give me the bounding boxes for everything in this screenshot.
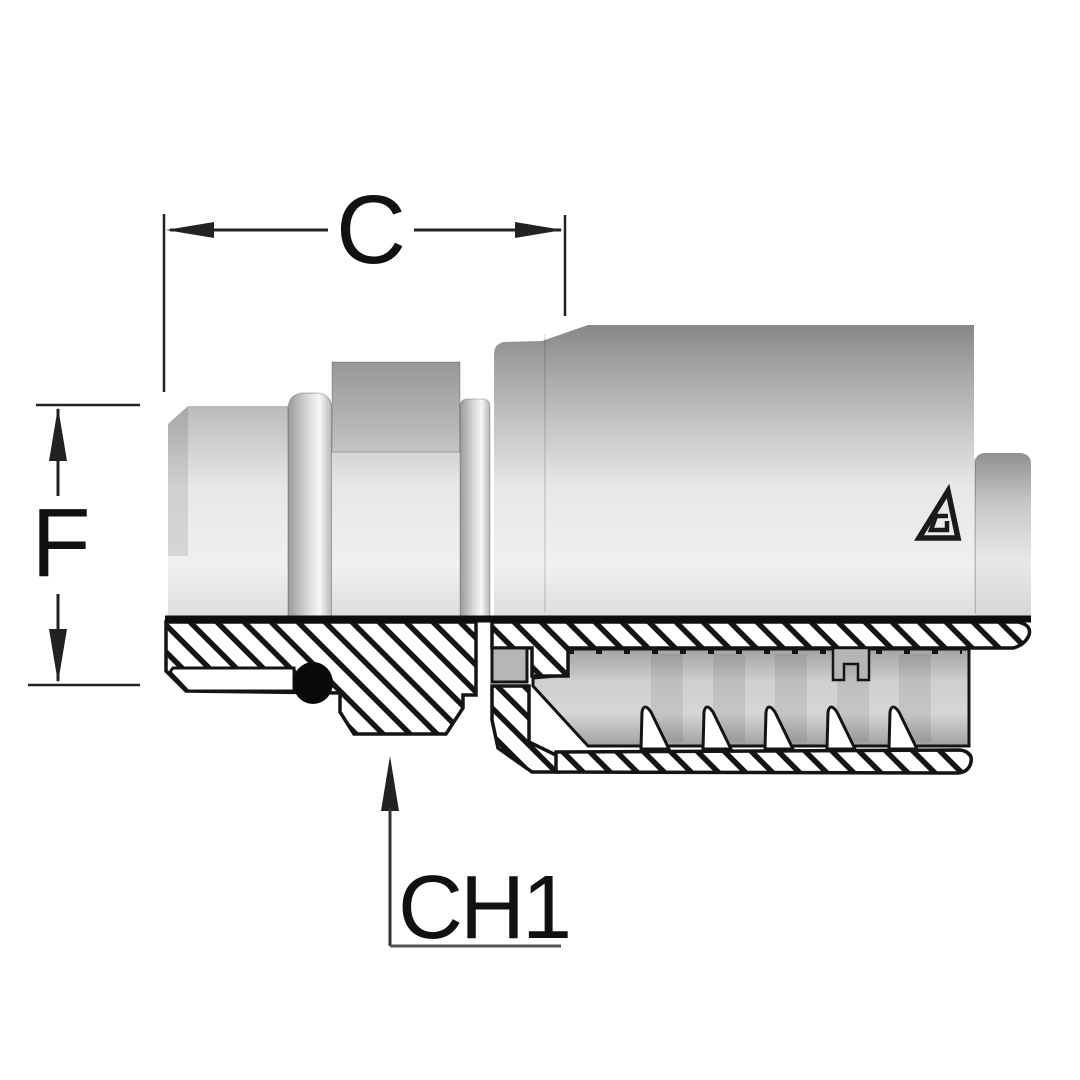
section-shell-bottom [554, 748, 974, 775]
crimp-shell [494, 325, 974, 618]
dim-c-arrow-left [166, 222, 214, 238]
fitting-body-external [168, 325, 1031, 619]
section-shell-top [490, 620, 1032, 678]
dim-f-arrow-up [49, 407, 67, 461]
dimension-f: F [28, 403, 140, 687]
manufacturer-logo [914, 483, 962, 541]
dim-ch1-label: CH1 [398, 858, 569, 958]
thread-end [168, 406, 288, 618]
stem-shoulder-block [490, 646, 529, 684]
dim-c-label: C [336, 175, 406, 284]
dim-f-label: F [31, 488, 90, 597]
dim-f-arrow-down [49, 629, 67, 683]
dimension-c: C [162, 175, 567, 392]
collar-ring [287, 392, 333, 619]
dim-ch1-arrow [381, 756, 399, 811]
dimension-ch1: CH1 [381, 756, 572, 958]
thread-end-shade [168, 406, 188, 556]
logo-inner-hook [927, 513, 950, 533]
collar-second [459, 398, 491, 619]
hex-nut-lower [332, 450, 460, 618]
shell-step-end [975, 453, 1031, 618]
fitting-cross-section [164, 615, 1032, 775]
o-ring-seal [293, 662, 333, 704]
hose-stop-block [831, 646, 871, 682]
logo-outer-triangle [914, 483, 962, 541]
hex-nut-facet [331, 361, 461, 453]
stem-barb-teeth [639, 705, 920, 751]
thread-undercut [168, 666, 296, 693]
dim-c-arrow-right [515, 222, 563, 238]
